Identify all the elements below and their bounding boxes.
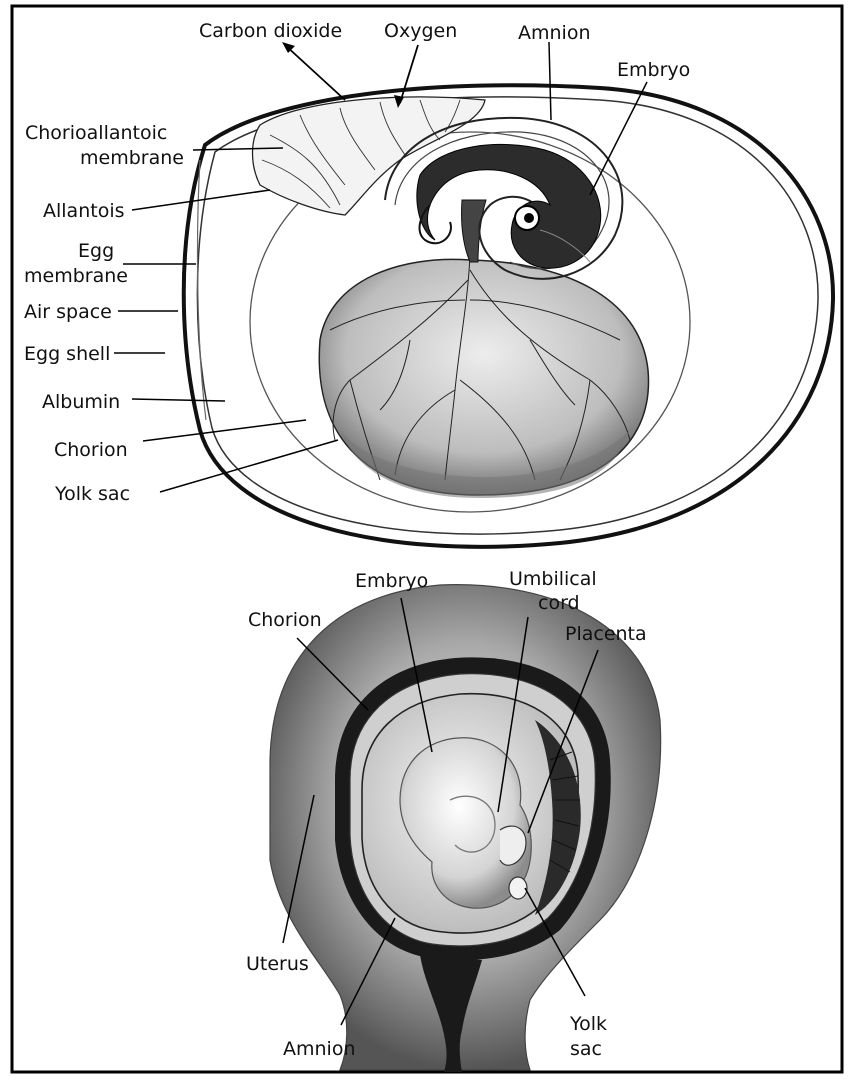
label-chorion-egg: Chorion bbox=[54, 439, 128, 461]
label-umbilical-1: Umbilical bbox=[509, 568, 597, 590]
label-yolk-1: Yolk bbox=[569, 1013, 607, 1035]
label-egg-membrane-2: membrane bbox=[24, 265, 128, 287]
label-umbilical-2: cord bbox=[538, 592, 580, 614]
yolk-sac-small bbox=[509, 877, 527, 899]
label-amnion: Amnion bbox=[518, 22, 591, 44]
label-albumin: Albumin bbox=[42, 391, 120, 413]
egg-diagram: Carbon dioxide Oxygen Amnion Embryo Chor… bbox=[24, 20, 833, 547]
label-chorion-uterus: Chorion bbox=[248, 609, 322, 631]
label-egg-membrane-1: Egg bbox=[78, 240, 114, 262]
carbon-dioxide-arrow bbox=[285, 45, 345, 100]
label-uterus: Uterus bbox=[246, 953, 309, 975]
label-chorioallantoic-2: membrane bbox=[80, 147, 184, 169]
label-embryo-uterus: Embryo bbox=[355, 570, 428, 592]
label-yolk-2: sac bbox=[570, 1038, 602, 1060]
label-egg-shell: Egg shell bbox=[24, 343, 110, 365]
label-amnion-uterus: Amnion bbox=[283, 1038, 356, 1060]
label-allantois: Allantois bbox=[43, 200, 125, 222]
embryo-pupil bbox=[524, 213, 534, 223]
label-chorioallantoic-1: Chorioallantoic bbox=[25, 122, 167, 144]
label-yolk-sac-egg: Yolk sac bbox=[54, 483, 130, 505]
label-embryo: Embryo bbox=[617, 59, 690, 81]
label-air-space: Air space bbox=[24, 301, 112, 323]
label-placenta: Placenta bbox=[565, 623, 647, 645]
label-oxygen: Oxygen bbox=[384, 20, 457, 42]
uterus-diagram: Embryo Umbilical cord Chorion Placenta U… bbox=[246, 568, 661, 1072]
label-carbon-dioxide: Carbon dioxide bbox=[199, 20, 342, 42]
